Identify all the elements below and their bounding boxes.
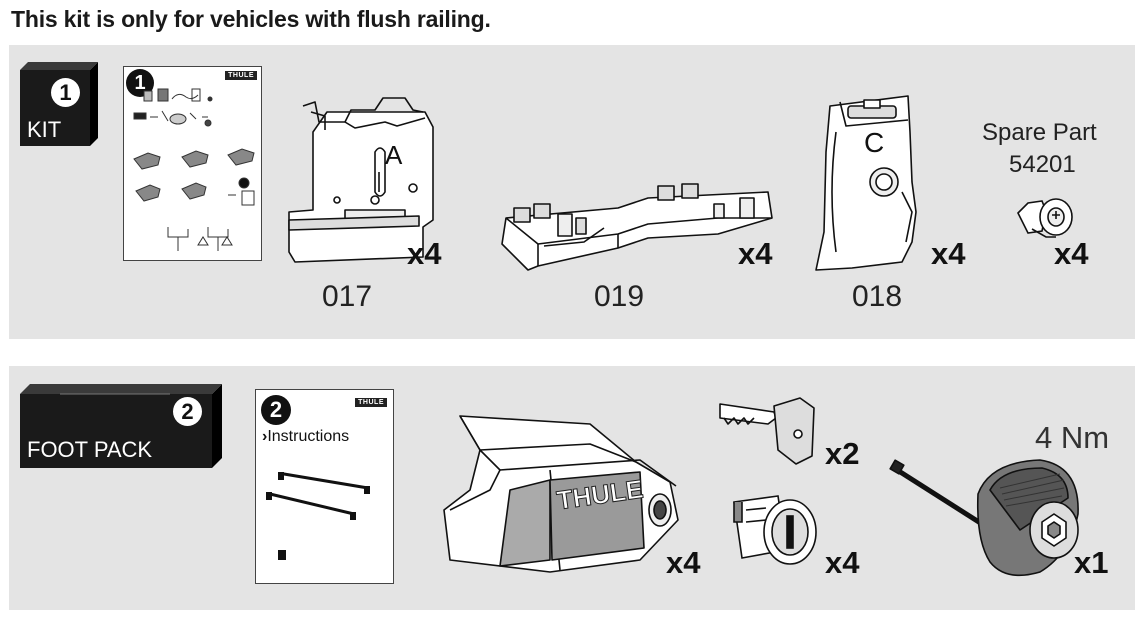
kit-manual-thumbnail: 1 THULE bbox=[123, 66, 262, 261]
roof-bars-icon bbox=[266, 472, 370, 560]
page-title: This kit is only for vehicles with flush… bbox=[11, 6, 491, 32]
spare-part-title: Spare Part bbox=[982, 119, 1097, 146]
key-quantity: x2 bbox=[825, 436, 860, 471]
lock-quantity: x4 bbox=[825, 545, 860, 580]
part-019-base-icon bbox=[501, 183, 773, 271]
foot-quantity: x4 bbox=[666, 545, 701, 580]
part-018-label: 018 bbox=[852, 280, 903, 313]
part-017-bracket-icon: A bbox=[288, 97, 434, 263]
lock-cylinder-icon bbox=[733, 495, 817, 565]
footpack-manual-thumbnail: 2 THULE ›Instructions bbox=[255, 389, 394, 584]
manual-diagram-icon bbox=[133, 88, 255, 251]
roof-rack-foot-icon: THULE bbox=[443, 415, 679, 573]
instructions-link: ›Instructions bbox=[262, 428, 349, 446]
footpack-label: FOOT PACK bbox=[27, 437, 153, 462]
footpack-box-badge bbox=[20, 384, 222, 468]
footpack-step-number: 2 bbox=[173, 397, 202, 426]
thule-logo: THULE bbox=[225, 71, 257, 80]
kit-label: KIT bbox=[27, 117, 62, 142]
tool-quantity: x1 bbox=[1074, 545, 1109, 580]
key-icon bbox=[719, 397, 815, 465]
thule-logo: THULE bbox=[355, 398, 387, 407]
part-019-label: 019 bbox=[594, 280, 645, 313]
spare-part-bolt-icon bbox=[1017, 198, 1073, 238]
spare-part-number: 54201 bbox=[1009, 151, 1076, 178]
part-017-quantity: x4 bbox=[407, 236, 442, 271]
part-017-letter: A bbox=[385, 140, 403, 170]
kit-step-number: 1 bbox=[51, 78, 80, 107]
chevron-right-icon: › bbox=[262, 428, 268, 445]
torque-value: 4 Nm bbox=[1035, 420, 1110, 455]
spare-part-quantity: x4 bbox=[1054, 236, 1089, 271]
instructions-label: Instructions bbox=[267, 428, 350, 445]
part-019-quantity: x4 bbox=[738, 236, 773, 271]
footpack-manual-step-number: 2 bbox=[261, 395, 291, 425]
part-017-label: 017 bbox=[322, 280, 373, 313]
part-018-quantity: x4 bbox=[931, 236, 966, 271]
part-018-pad-icon: C bbox=[815, 95, 917, 271]
part-018-letter: C bbox=[864, 127, 884, 158]
torque-tool-icon bbox=[889, 459, 1079, 577]
